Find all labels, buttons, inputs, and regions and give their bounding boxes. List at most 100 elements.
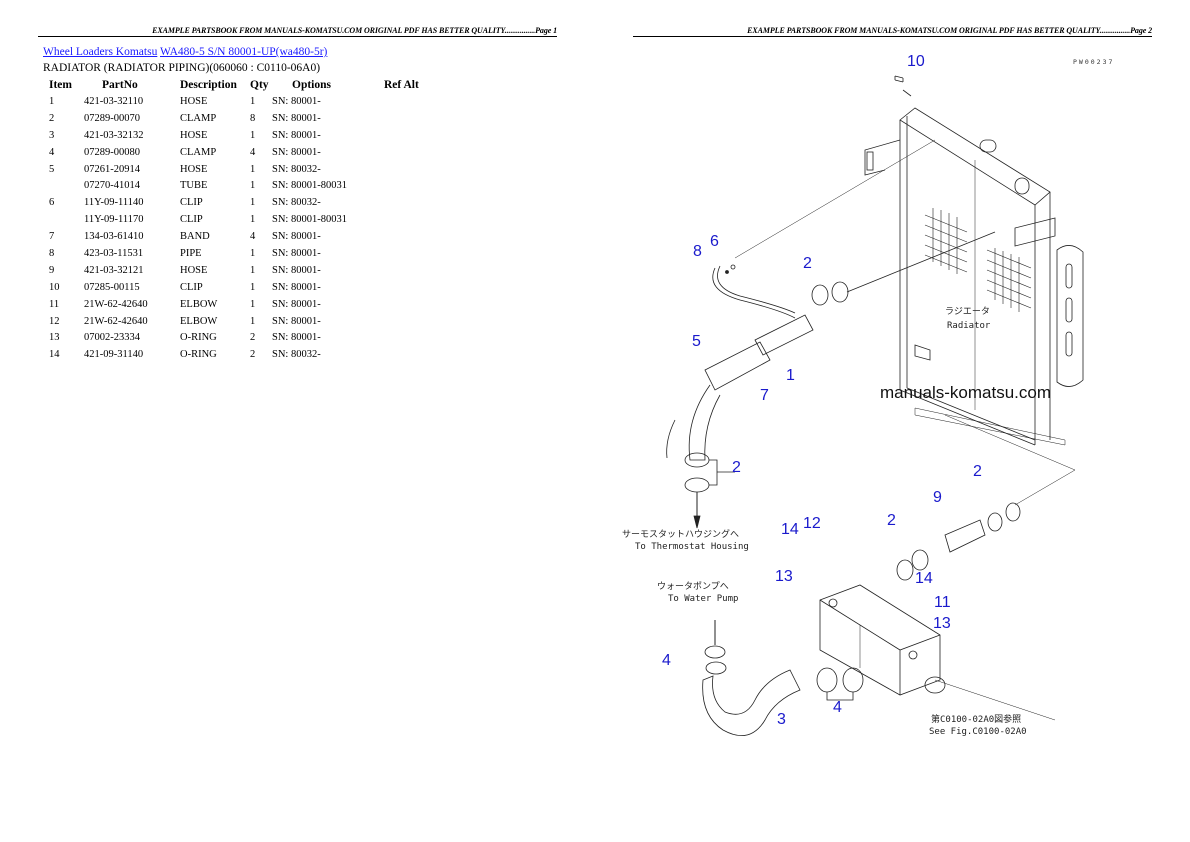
breadcrumb-link-model[interactable]: WA480-5 S/N 80001-UP(wa480-5r) [160, 46, 328, 58]
description-cell: PIPE [180, 247, 202, 259]
item-cell: 3 [49, 129, 55, 141]
callout-8[interactable]: 8 [693, 243, 702, 260]
options-cell: SN: 80001- [272, 332, 321, 344]
ref-alt-cell [384, 329, 434, 346]
page-header: EXAMPLE PARTSBOOK FROM MANUALS-KOMATSU.C… [633, 26, 1152, 37]
callout-12[interactable]: 12 [803, 515, 821, 532]
watermark: manuals-komatsu.com [880, 383, 1051, 402]
item-cell [43, 177, 84, 194]
description-cell: HOSE [180, 95, 208, 107]
callout-10[interactable]: 10 [907, 53, 925, 70]
description-cell: CLIP [180, 281, 203, 293]
ref-alt-cell [384, 262, 434, 279]
callout-14-left[interactable]: 14 [781, 521, 799, 538]
item-cell: 9 [49, 264, 55, 276]
ref-alt-cell [384, 144, 434, 161]
callout-2-right[interactable]: 2 [973, 463, 982, 480]
ref-alt-cell [384, 228, 434, 245]
lower-tank-illustration [819, 584, 1056, 721]
item-cell: 12 [49, 315, 60, 327]
page-header: EXAMPLE PARTSBOOK FROM MANUALS-KOMATSU.C… [38, 26, 557, 37]
item-cell: 8 [49, 247, 55, 259]
item-cell [43, 211, 84, 228]
callout-7[interactable]: 7 [760, 387, 769, 404]
description-cell: CLAMP [180, 146, 217, 158]
callout-2-upper[interactable]: 2 [803, 255, 812, 272]
qty-cell: 2 [250, 349, 256, 361]
qty-cell: 2 [250, 332, 256, 344]
callout-2-left[interactable]: 2 [732, 459, 741, 476]
exploded-parts-diagram: PW00237 [622, 53, 1112, 737]
description-cell: CLIP [180, 197, 203, 209]
page-1: EXAMPLE PARTSBOOK FROM MANUALS-KOMATSU.C… [38, 26, 557, 361]
column-header-partno: PartNo [102, 78, 138, 91]
callout-6[interactable]: 6 [710, 233, 719, 250]
item-cell: 6 [49, 197, 55, 209]
callout-5[interactable]: 5 [692, 333, 701, 350]
options-cell: SN: 80001- [272, 146, 321, 158]
callout-13-left[interactable]: 13 [775, 568, 793, 585]
callout-4-bottom[interactable]: 4 [833, 699, 842, 716]
callout-11[interactable]: 11 [934, 594, 951, 611]
description-cell: O-RING [180, 349, 217, 361]
column-header-ref-alt: Ref Alt [384, 78, 419, 91]
ref-alt-cell [384, 110, 434, 127]
ref-alt-cell [384, 211, 434, 228]
ref-alt-cell [384, 279, 434, 296]
table-header-row: Item PartNo Description Qty Options Ref … [43, 76, 434, 93]
qty-cell: 1 [250, 214, 256, 226]
qty-cell: 1 [250, 247, 256, 259]
partno-cell: 07261-20914 [84, 163, 140, 175]
partno-cell: 423-03-11531 [84, 247, 144, 259]
ref-alt-cell [384, 177, 434, 194]
qty-cell: 1 [250, 163, 256, 175]
qty-cell: 4 [250, 146, 256, 158]
section-title: RADIATOR (RADIATOR PIPING)(060060 : C011… [43, 62, 321, 74]
callout-4-left[interactable]: 4 [662, 652, 671, 669]
partno-cell: 21W-62-42640 [84, 315, 148, 327]
breadcrumb-link-wheel-loaders[interactable]: Wheel Loaders Komatsu [43, 46, 158, 58]
see-fig-label-jp: 第C0100-02A0図参照 [931, 713, 1021, 725]
qty-cell: 1 [250, 264, 256, 276]
callout-2-mid[interactable]: 2 [887, 512, 896, 529]
callout-9[interactable]: 9 [933, 489, 942, 506]
qty-cell: 1 [250, 197, 256, 209]
callout-13-right[interactable]: 13 [933, 615, 951, 632]
description-cell: CLAMP [180, 112, 217, 124]
callout-1[interactable]: 1 [786, 367, 795, 384]
qty-cell: 8 [250, 112, 256, 124]
options-cell: SN: 80001-80031 [272, 214, 347, 226]
description-cell: O-RING [180, 332, 217, 344]
radiator-illustration: ラジエータ Radiator [864, 107, 1084, 446]
partno-cell: 421-03-32110 [84, 95, 144, 107]
partno-cell: 421-03-32132 [84, 129, 144, 141]
partno-cell: 07289-00080 [84, 146, 140, 158]
options-cell: SN: 80001- [272, 315, 321, 327]
description-cell: BAND [180, 231, 210, 243]
ref-alt-cell [384, 313, 434, 330]
column-header-qty: Qty [250, 78, 269, 91]
callout-3[interactable]: 3 [777, 711, 786, 728]
ref-alt-cell [384, 93, 434, 110]
ref-alt-cell [384, 161, 434, 178]
column-header-options: Options [292, 78, 331, 91]
partno-cell: 07002-23334 [84, 332, 140, 344]
options-cell: SN: 80032- [272, 197, 321, 209]
waterpump-label-en: To Water Pump [668, 594, 738, 604]
qty-cell: 4 [250, 231, 256, 243]
callout-14-right[interactable]: 14 [915, 570, 933, 587]
options-cell: SN: 80001- [272, 95, 321, 107]
